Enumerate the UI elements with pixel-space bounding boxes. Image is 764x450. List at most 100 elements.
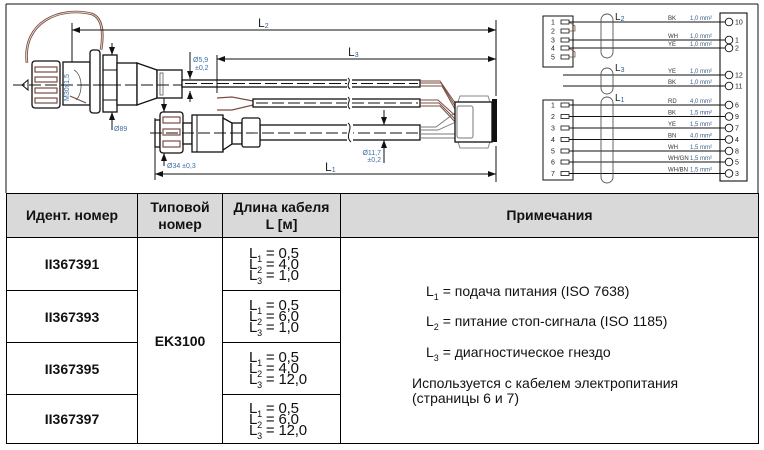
pin-number: 1 bbox=[551, 103, 555, 110]
length-l1: L1 = 0,5 bbox=[249, 349, 299, 368]
callout-cable-dia-large-tol: ±0,2 bbox=[367, 157, 381, 164]
terminal-number: 10 bbox=[735, 20, 743, 27]
terminal-number: 8 bbox=[735, 149, 739, 156]
callout-nut-dia: Ø34 ±0,3 bbox=[167, 163, 196, 170]
length-l1: L1 = 0,5 bbox=[249, 297, 299, 316]
wire-cross-section: 1,5 mm² bbox=[690, 122, 712, 128]
header-id: Идент. номер bbox=[7, 194, 138, 238]
terminal-number: 9 bbox=[735, 114, 739, 121]
length-l3: L3 = 12,0 bbox=[249, 371, 307, 390]
terminal-icon bbox=[724, 135, 734, 144]
terminal-block bbox=[719, 12, 748, 182]
protective-cap bbox=[31, 60, 61, 109]
terminal-icon bbox=[724, 81, 734, 91]
connector-pin bbox=[560, 137, 570, 142]
terminal-number: 6 bbox=[735, 103, 739, 110]
connector-pin bbox=[560, 171, 570, 176]
pin-number: 3 bbox=[551, 38, 555, 45]
wire-cross-section: 1,5 mm² bbox=[690, 111, 712, 117]
wire-color-code: WH bbox=[668, 34, 678, 40]
note-l2: L2 = питание стоп-сигнала (ISO 1185) bbox=[426, 313, 668, 332]
table-row-id: II367397 bbox=[7, 395, 138, 443]
terminal-icon bbox=[724, 157, 734, 167]
connector-pin bbox=[560, 159, 570, 165]
id-value: II367395 bbox=[44, 360, 100, 377]
label-l3: L3 bbox=[348, 45, 359, 59]
terminal-number: 12 bbox=[735, 73, 743, 80]
header-length: Длина кабеля L [м] bbox=[223, 194, 341, 238]
terminal-icon bbox=[724, 146, 734, 156]
callout-thread: M30x1,5 bbox=[64, 74, 71, 101]
wire-color-code: WH bbox=[668, 145, 678, 151]
connector-pin bbox=[560, 148, 570, 154]
pin-number: 1 bbox=[551, 20, 555, 27]
terminal-number: 3 bbox=[735, 171, 739, 178]
header-type-line2: номер bbox=[158, 215, 202, 232]
pin-number: 3 bbox=[551, 126, 555, 133]
terminal-number: 4 bbox=[735, 137, 739, 144]
wire-color-code: BN bbox=[668, 134, 676, 140]
type-number-cell: EK3100 bbox=[138, 238, 223, 443]
terminal-icon bbox=[724, 123, 734, 133]
header-length-line2: L [м] bbox=[265, 215, 298, 232]
pin-number: 2 bbox=[551, 29, 555, 36]
power-plug bbox=[150, 111, 261, 154]
length-l3: L3 = 1,0 bbox=[249, 266, 299, 286]
wire-cross-section: 4,0 mm² bbox=[690, 99, 712, 105]
length-cell: L1 = 0,5 L2 = 4,0 L3 = 1,0 bbox=[223, 238, 341, 291]
id-value: II367391 bbox=[44, 256, 100, 272]
cables bbox=[150, 77, 421, 143]
terminal-icon bbox=[724, 169, 734, 178]
note-l1: L1 = подача питания (ISO 7638) bbox=[426, 283, 630, 302]
length-l3: L3 = 12,0 bbox=[249, 421, 307, 441]
id-value: II367393 bbox=[44, 308, 100, 325]
length-cell: L1 = 0,5 L2 = 6,0 L3 = 12,0 bbox=[223, 395, 341, 443]
cable-label: L2 bbox=[615, 12, 625, 23]
callout-flange-dia: Ø89 bbox=[114, 126, 127, 133]
wire-color-code: WH/BN bbox=[668, 168, 688, 174]
wire-color-code: YE bbox=[668, 122, 676, 128]
wire-color-code: YE bbox=[668, 69, 676, 75]
wire-cross-section: 4,0 mm² bbox=[690, 134, 712, 140]
length-cell: L1 = 0,5 L2 = 6,0 L3 = 1,0 bbox=[223, 291, 341, 343]
note-l3: L3 = диагностическое гнездо bbox=[426, 344, 611, 363]
length-cell: L1 = 0,5 L2 = 4,0 L3 = 12,0 bbox=[223, 343, 341, 395]
connector-pin bbox=[560, 54, 570, 60]
pin-number: 4 bbox=[551, 46, 555, 53]
jumper bbox=[568, 47, 576, 58]
note-usage-line1: Используется с кабелем электропитания bbox=[412, 375, 679, 391]
connector-pin bbox=[560, 102, 570, 108]
length-l2: L2 = 6,0 bbox=[249, 410, 299, 430]
header-length-line1: Длина кабеля bbox=[233, 198, 330, 215]
wire-cross-section: 1,5 mm² bbox=[690, 168, 712, 174]
terminal-number: 2 bbox=[735, 46, 739, 53]
drawing-frame bbox=[5, 3, 759, 193]
pin-number: 4 bbox=[551, 137, 555, 144]
callout-cable-dia-small: Ø5,9 bbox=[193, 57, 208, 64]
callout-cable-dia-small-tol: ±0,2 bbox=[195, 65, 209, 72]
cable-label: L1 bbox=[615, 93, 625, 104]
length-l1: L1 = 0,5 bbox=[249, 244, 299, 264]
pin-number: 5 bbox=[551, 149, 555, 156]
wire-cross-section: 1,5 mm² bbox=[690, 145, 712, 151]
table-row-id: II367393 bbox=[7, 291, 138, 343]
wire-color-code: BK bbox=[668, 16, 676, 22]
table-row-id: II367391 bbox=[7, 238, 138, 291]
wire-cross-section: 1,0 mm² bbox=[690, 16, 712, 22]
length-l1: L1 = 0,5 bbox=[249, 399, 299, 419]
wire-cross-section: 1,0 mm² bbox=[690, 69, 712, 75]
terminal-icon bbox=[724, 17, 734, 27]
notes-cell: L1 = подача питания (ISO 7638) L2 = пита… bbox=[341, 238, 758, 443]
header-type: Типовой номер bbox=[138, 194, 223, 238]
wire-cross-section: 1,0 mm² bbox=[690, 34, 712, 40]
wire-color-code: BK bbox=[668, 80, 676, 86]
cable-label: L3 bbox=[615, 63, 625, 74]
wire-cross-section: 1,5 mm² bbox=[690, 156, 712, 162]
length-l2: L2 = 6,0 bbox=[249, 308, 299, 327]
callout-cable-dia-large: Ø11,7 bbox=[362, 150, 381, 157]
cable-assembly-drawing: L2 L3 L1 Ø5,9 ±0,2 Ø89 M30x1,5 Ø34 ±0,3 … bbox=[5, 3, 759, 193]
header-notes: Примечания bbox=[341, 194, 758, 238]
type-number: EK3100 bbox=[154, 332, 206, 349]
terminal-number: 1 bbox=[735, 38, 739, 45]
